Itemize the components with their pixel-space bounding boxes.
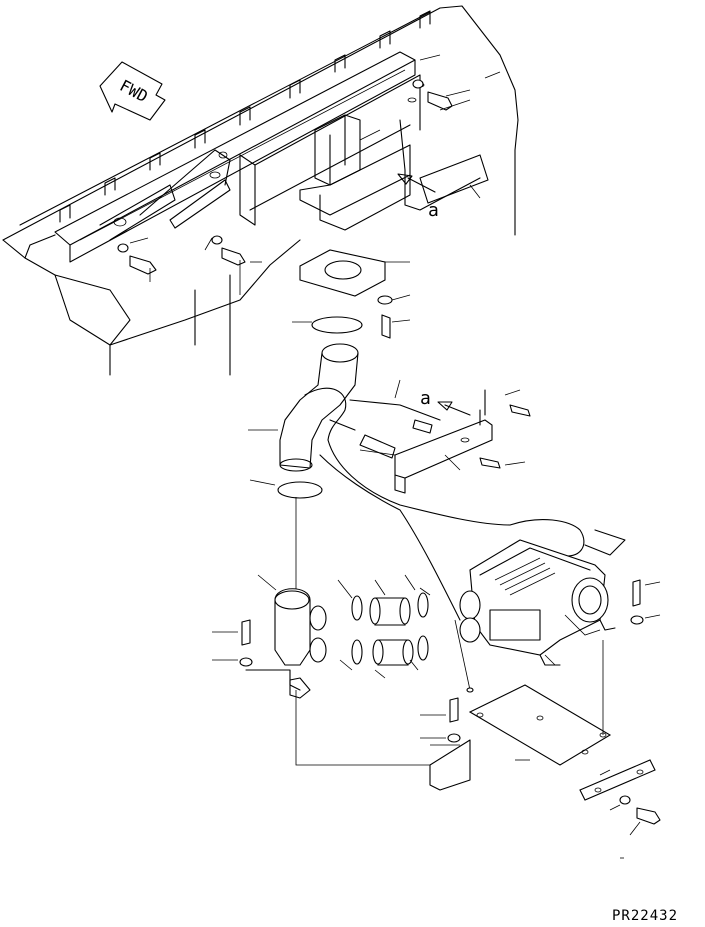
detail-a-marker-mid: a [420, 388, 431, 409]
hose-sleeves [337, 574, 431, 679]
bolt-washer-group-left [117, 235, 262, 282]
hose-clamp-lower [249, 479, 323, 499]
heater-bolts-right [630, 579, 661, 625]
heater-base-plate [429, 640, 612, 791]
relay-bracket [394, 389, 531, 494]
outlet-elbow [257, 497, 327, 666]
detail-a-arrow-top-icon: a [397, 173, 439, 221]
bolt-washer-group-top [359, 54, 501, 141]
elbow-mount-bolts [212, 619, 311, 699]
hose-clamp-upper [292, 316, 363, 334]
detail-a-arrow-mid-icon: a [420, 388, 471, 416]
forward-direction-arrow-icon: FWD [99, 61, 166, 121]
dash-panel-frame [2, 5, 519, 376]
mounting-strip [579, 759, 661, 859]
detail-a-marker-top: a [428, 200, 439, 221]
decal-plate [419, 154, 489, 204]
duct-mount-flange [299, 249, 411, 339]
assembly-leader-lines [295, 690, 460, 766]
wire-harness [304, 379, 585, 621]
heater-unit [454, 529, 626, 693]
drawing-number: PR22432 [612, 908, 678, 924]
elbow-duct [248, 343, 359, 472]
base-plate-bolts [420, 697, 461, 743]
fwd-label: FWD [117, 76, 151, 106]
